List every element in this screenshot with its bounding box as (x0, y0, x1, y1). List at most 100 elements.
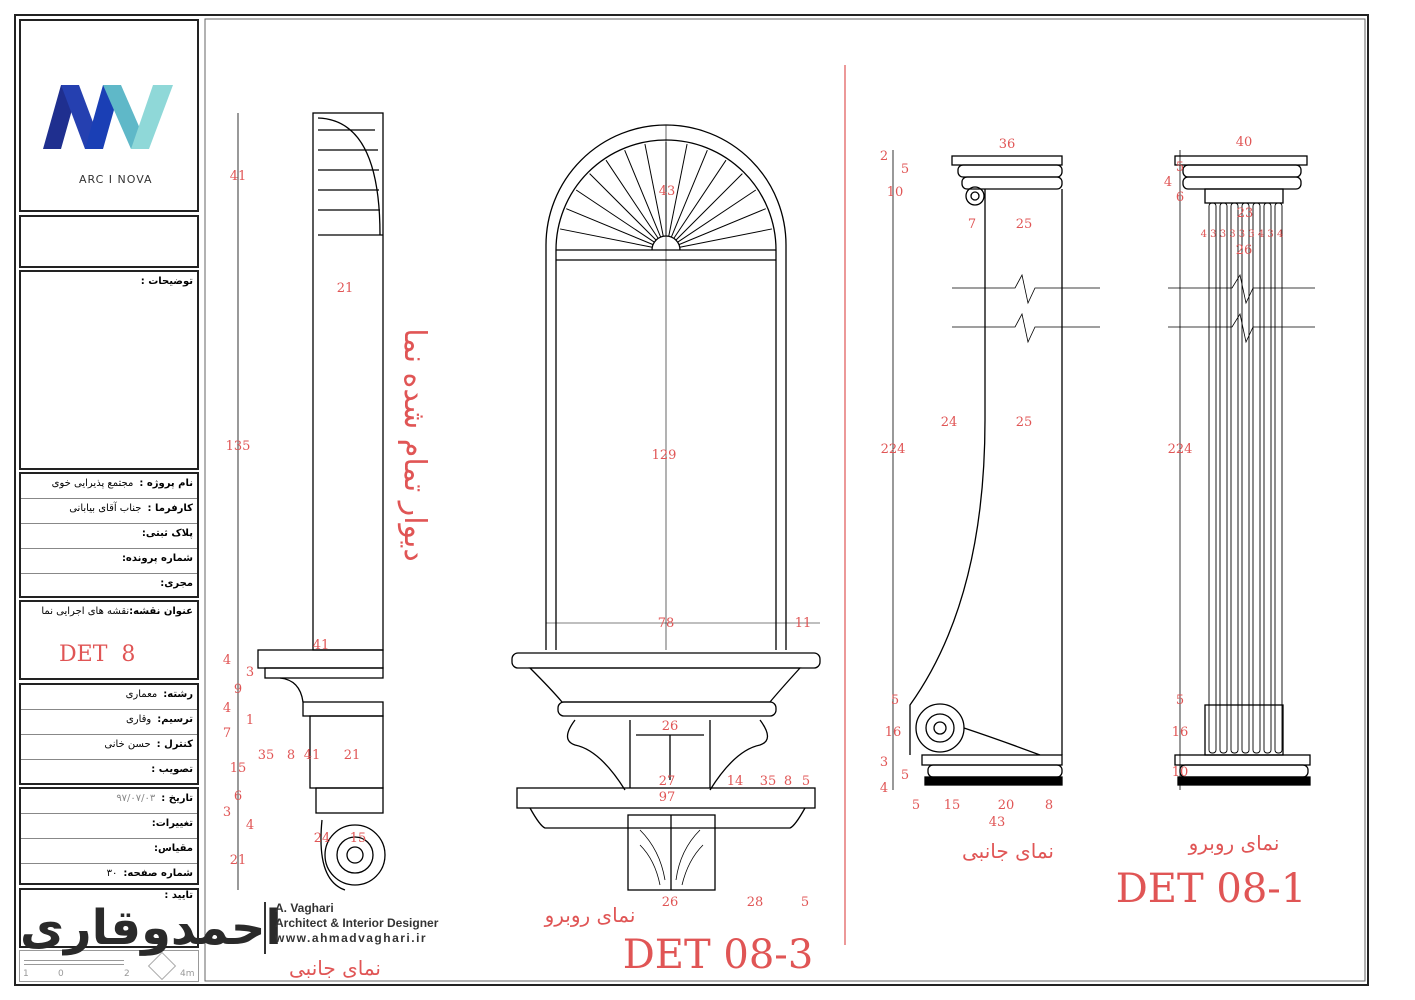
dimension-label: 4 (1164, 175, 1172, 190)
info-value: ۳۰ (106, 868, 118, 879)
dimension-label: 8 (287, 748, 295, 763)
dimension-label: 35 (258, 748, 275, 763)
dimension-label: 10 (887, 185, 904, 200)
dimension-label: 41 (313, 638, 330, 653)
shell-rib (589, 173, 657, 241)
dimension-label: 26 (662, 719, 679, 734)
dimension-label: 21 (344, 748, 361, 763)
dimension-label: 15 (350, 831, 367, 846)
dimension-label: 11 (795, 616, 812, 631)
dimension-label: 15 (944, 798, 961, 813)
dimension-label: 5 (801, 895, 809, 910)
info-label: رشته: (163, 689, 193, 700)
dimension-label: 224 (1168, 442, 1193, 457)
watermark-divider (264, 902, 266, 954)
dimension-label: 8 (1045, 798, 1053, 813)
info-label: شماره پرونده: (121, 553, 193, 564)
dimension-label: 5 (1176, 693, 1184, 708)
drawing-title-box: عنوان نقشه:نقشه های اجرایی نما DET 8 (19, 600, 199, 680)
dimension-label: 5 (912, 798, 920, 813)
dimension-label: 129 (652, 448, 677, 463)
outer-frame (14, 14, 1369, 986)
column-flute (1252, 202, 1261, 754)
dimension-label: 21 (337, 281, 354, 296)
det08-1-front-title: نمای روبرو (1188, 831, 1280, 855)
watermark-logo: احمدوقاری (20, 900, 282, 956)
dimension-label: 27 (659, 774, 676, 789)
scale-tick: 0 (58, 969, 64, 979)
dimension-label: 4 (223, 701, 231, 716)
column-flute (1230, 202, 1239, 754)
det08-1-code: DET 08-1 (1116, 866, 1307, 912)
info-value: مجتمع پذیرایی خوی (51, 478, 134, 489)
info-label: نام پروژه : (139, 478, 193, 489)
drawing-titles: دیوار تمام شده نما نمای جانبی نمای روبرو… (289, 328, 1306, 980)
dimension-label: 41 (304, 748, 321, 763)
dimension-label: 43 (659, 184, 676, 199)
dimension-label: 4 (223, 653, 231, 668)
notes-label: توضیحات : (140, 276, 193, 287)
dimension-label: 9 (234, 682, 242, 697)
blank-box (19, 215, 199, 268)
scale-tick: 2 (124, 969, 130, 979)
dimension-label: 7 (223, 726, 231, 741)
watermark-brand: A. Vaghari Architect & Interior Designer… (275, 901, 438, 946)
info-row: مجری: (21, 574, 197, 599)
column-flute (1241, 202, 1250, 754)
dimension-label: 8 (784, 774, 792, 789)
det08-1-side-title: نمای جانبی (962, 839, 1054, 863)
dimension-label: 6 (234, 789, 242, 804)
info-row: تغییرات: (21, 814, 197, 839)
det08-3-code: DET 08-3 (623, 932, 814, 978)
scale-line (24, 960, 124, 965)
dimension-label: 24 (941, 415, 958, 430)
info-label: ترسیم: (157, 714, 193, 725)
dimension-label: 5 (901, 162, 909, 177)
info-label: مقیاس: (153, 843, 193, 854)
shell-rib (605, 159, 659, 239)
drawing-title-label: عنوان نقشه: (129, 606, 193, 617)
info-label: تاریخ : (161, 793, 193, 804)
dimension-label: 28 (747, 895, 764, 910)
shell-rib (678, 208, 766, 246)
dimension-label: 5 (802, 774, 810, 789)
det8-side-elevation (237, 112, 386, 891)
scale-tick: 4m (180, 969, 195, 979)
notes-box: توضیحات : (19, 270, 199, 470)
info-row: پلاک ثبتی: (21, 524, 197, 549)
column-flute (1208, 202, 1217, 754)
dimension-label: 43 (989, 815, 1006, 830)
info-value: حسن خانی (104, 739, 151, 750)
info-label: شماره صفحه: (123, 868, 193, 879)
dimension-label: 2 (880, 149, 888, 164)
dimension-label: 41 (230, 169, 247, 184)
dimension-label: 25 (1016, 415, 1033, 430)
dimension-label: 3 (246, 665, 254, 680)
info-row: نام پروژه : مجتمع پذیرایی خوی (21, 474, 197, 499)
column-flute (1263, 202, 1272, 754)
info-row: تصویب : (21, 760, 197, 785)
info-row: کنترل :حسن خانی (21, 735, 197, 760)
scale-bar: 1 0 2 4m (19, 950, 199, 982)
info-row: شماره پرونده: (21, 549, 197, 574)
logo-box: ARC I NOVA (19, 19, 199, 212)
scale-tick: 1 (23, 969, 29, 979)
column-flute (1219, 202, 1228, 754)
dimension-label: 5 (901, 768, 909, 783)
dimension-label: 16 (1172, 725, 1189, 740)
dimension-label: 21 (230, 853, 247, 868)
info-value: وقاری (125, 714, 152, 725)
info-row: مقیاس: (21, 839, 197, 864)
arc-nova-logo (43, 85, 173, 149)
dimension-label: 7 (968, 217, 976, 232)
dimension-label: 16 (885, 725, 902, 740)
dimension-label: 6 (1176, 190, 1184, 205)
dimension-label: 26 (662, 895, 679, 910)
compass-icon (147, 951, 177, 981)
dimension-label: 3 (880, 755, 888, 770)
column-flute (1274, 202, 1283, 754)
info-row: ترسیم: وقاری (21, 710, 197, 735)
